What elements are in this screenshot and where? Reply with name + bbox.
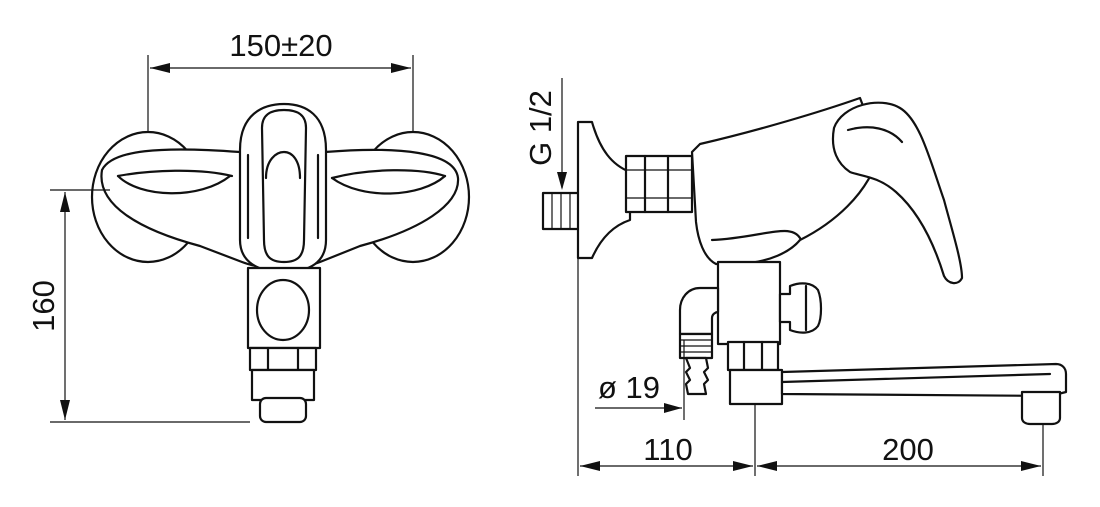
front-lever: [260, 108, 308, 264]
lever-edge: [846, 126, 904, 144]
right-recess-top: [330, 169, 447, 180]
right-recess: [330, 174, 447, 195]
dim-hose-diameter-label: ø 19: [598, 370, 660, 405]
dim-lengths: 110 200: [577, 258, 1044, 476]
side-lever: [831, 101, 964, 285]
side-hose-elbow: [678, 286, 720, 336]
dim-height: 160: [26, 189, 250, 423]
front-hex-nut: [248, 346, 318, 372]
front-spout: [250, 368, 316, 402]
left-recess: [116, 174, 232, 195]
side-aerator: [1020, 390, 1062, 426]
side-diverter-knob: [778, 282, 823, 334]
side-view: [541, 96, 1068, 426]
dim-handle-spacing: 150±20: [147, 28, 414, 132]
front-view: [90, 102, 471, 424]
dim-wall-to-body-label: 110: [643, 432, 692, 467]
side-spout-hub: [728, 368, 784, 406]
dim-spout-length-label: 200: [882, 432, 934, 467]
side-hex-nut: [624, 154, 694, 214]
lever-oval: [264, 150, 302, 180]
front-spout-aerator: [258, 396, 308, 424]
dim-hose-diameter: ø 19: [595, 340, 685, 420]
side-body-contour: [710, 229, 802, 242]
side-lower-nut: [726, 340, 780, 372]
side-escutcheon: [576, 120, 632, 260]
dim-handle-spacing-label: 150±20: [229, 28, 332, 63]
front-outlet-port: [255, 278, 311, 342]
dim-height-label: 160: [26, 280, 61, 332]
dim-thread-label: G 1/2: [523, 90, 558, 166]
side-inlet-thread: [541, 191, 583, 231]
side-valve-body: [716, 260, 782, 346]
side-hose-tail: [684, 356, 710, 396]
left-recess-top: [116, 169, 234, 178]
dim-thread: G 1/2: [523, 78, 567, 190]
